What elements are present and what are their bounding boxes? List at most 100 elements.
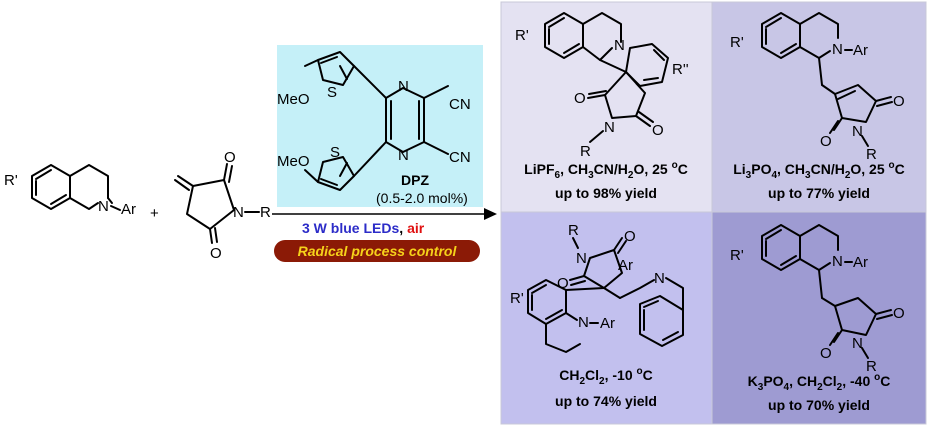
p1-condition: LiPF6, CH3CN/H2O, 25 oC: [524, 160, 688, 181]
p3-n-right: N: [654, 270, 665, 287]
p3-o1: O: [624, 228, 636, 245]
p2-r1: R': [730, 34, 744, 51]
panel-4-structure: R' N Ar O O N R: [730, 224, 905, 375]
thiq-r-label: R': [4, 172, 18, 189]
p3-cond-0: CH: [559, 367, 579, 383]
p4-r1: R': [730, 247, 744, 264]
p1-cond-3: 3: [588, 170, 594, 181]
p4-r: R: [866, 358, 877, 375]
p4-cond-1: 3: [758, 382, 764, 393]
p4-n: N: [832, 253, 843, 270]
thiq-ar-label: Ar: [121, 201, 136, 218]
light-conditions: 3 W blue LEDs,air: [302, 220, 425, 236]
p4-cond-9: o: [874, 372, 880, 383]
p1-cond-8: C: [678, 161, 688, 177]
p2-cond-5: 3: [805, 170, 811, 181]
p3-ar-top: Ar: [618, 257, 633, 274]
catalyst-name: DPZ: [401, 172, 429, 188]
p2-cond-1: 3: [746, 170, 752, 181]
maleimide-r-label: R: [260, 204, 271, 221]
p1-n2: N: [604, 119, 615, 136]
p1-o2: O: [652, 122, 664, 139]
p1-n: N: [614, 37, 625, 54]
p3-cond-4: , -10: [605, 367, 637, 383]
maleimide-o-top: O: [224, 149, 236, 166]
p1-r: R: [580, 143, 591, 160]
p3-n-top: N: [576, 250, 587, 267]
p1-cond-5: 2: [628, 170, 634, 181]
p4-cond-4: , CH: [789, 373, 817, 389]
p1-cond-4: CN/H: [594, 161, 628, 177]
catalyst-loading: (0.5-2.0 mol%): [376, 190, 468, 206]
p4-ar: Ar: [853, 254, 868, 271]
light-text: 3 W blue LEDs: [302, 220, 399, 236]
p2-n2: N: [852, 123, 863, 140]
dpz-cn-top: CN: [449, 96, 471, 113]
dpz-cn-bottom: CN: [449, 149, 471, 166]
p2-cond-7: 2: [845, 170, 851, 181]
p2-cond-0: Li: [733, 161, 745, 177]
p2-cond-3: 4: [771, 170, 777, 181]
p3-cond-1: 2: [579, 376, 585, 387]
light-air-separator: ,: [399, 220, 403, 236]
dpz-n-bottom: N: [398, 147, 409, 164]
p2-cond-8: O, 25: [850, 161, 888, 177]
panel-2-background: [711, 1, 927, 213]
p1-cond-6: O, 25: [633, 161, 671, 177]
p2-yield: up to 77% yield: [768, 185, 870, 201]
p4-o2: O: [820, 345, 832, 362]
p3-cond-3: 2: [599, 376, 605, 387]
radical-control-badge: [274, 240, 480, 262]
panel-2-structure: R' N Ar O O N R: [730, 12, 905, 163]
p2-o2: O: [820, 133, 832, 150]
thiq-n-label: N: [98, 198, 109, 215]
p1-o1: O: [574, 90, 586, 107]
p4-cond-3: 4: [784, 382, 790, 393]
thiq-reactant: R' N Ar: [4, 164, 136, 218]
p2-cond-6: CN/H: [811, 161, 845, 177]
p3-condition: CH2Cl2, -10 oC: [559, 366, 653, 387]
p3-n-left: N: [578, 314, 589, 331]
catalyst-box: [277, 45, 483, 207]
p4-cond-5: 2: [817, 382, 823, 393]
p4-cond-6: Cl: [823, 373, 837, 389]
p4-n2: N: [852, 335, 863, 352]
p4-cond-8: , -40: [842, 373, 874, 389]
p3-cond-6: C: [643, 367, 653, 383]
p3-ar-left: Ar: [600, 315, 615, 332]
p2-cond-4: , CH: [777, 161, 805, 177]
maleimide-o-bottom: O: [210, 245, 222, 262]
reaction-arrowhead: [484, 208, 497, 220]
maleimide-n-label: N: [233, 204, 244, 221]
panel-4-background: [711, 211, 927, 425]
p1-cond-2: , CH: [560, 161, 588, 177]
p4-cond-7: 2: [837, 382, 843, 393]
p2-ar: Ar: [853, 42, 868, 59]
p4-condition: K3PO4, CH2Cl2, -40 oC: [748, 372, 891, 393]
plus-sign: +: [150, 205, 159, 222]
p2-cond-2: PO: [751, 161, 771, 177]
air-text: air: [407, 220, 425, 236]
p4-o1: O: [893, 305, 905, 322]
p2-o1: O: [893, 93, 905, 110]
p1-cond-7: o: [672, 160, 678, 171]
dpz-structure: S MeO S MeO N N CN CN: [277, 51, 471, 191]
dpz-s-top: S: [327, 84, 337, 101]
p3-cond-5: o: [637, 366, 643, 377]
p2-r: R: [866, 146, 877, 163]
p3-r: R: [568, 222, 579, 239]
maleimide-reactant: O O N R: [174, 149, 271, 262]
p4-yield: up to 70% yield: [768, 397, 870, 413]
panel-3-structure: R N O O Ar N R' N Ar: [510, 222, 684, 353]
p4-cond-2: PO: [763, 373, 783, 389]
dpz-n-top: N: [398, 78, 409, 95]
p2-cond-9: o: [889, 160, 895, 171]
p1-r2: R'': [672, 61, 689, 78]
panel-1-background: [500, 1, 713, 213]
p1-yield: up to 98% yield: [555, 185, 657, 201]
p2-condition: Li3PO4, CH3CN/H2O, 25 oC: [733, 160, 905, 181]
p2-n: N: [832, 41, 843, 58]
dpz-meo-bottom: MeO: [277, 153, 310, 170]
dpz-s-bottom: S: [330, 144, 340, 161]
